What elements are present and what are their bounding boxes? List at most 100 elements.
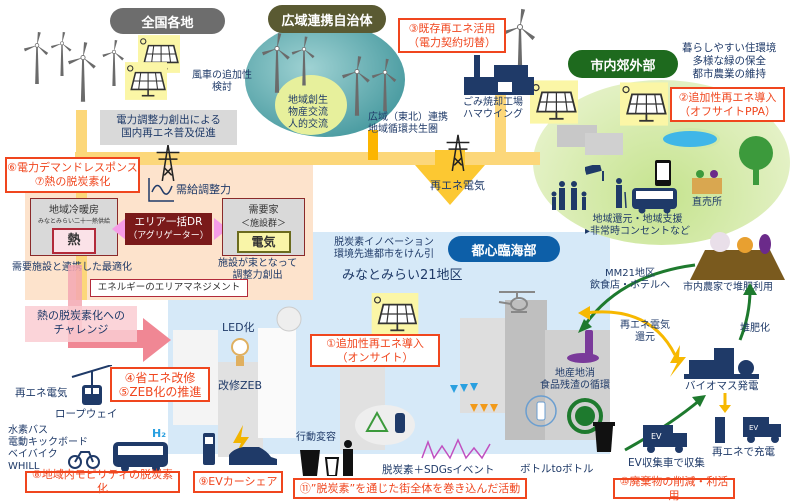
tohoku-text: 広域（東北）連携地域循環共生圏 [368,112,448,136]
heat-challenge-line1: 熱の脱炭素化への [37,309,125,322]
compost-label: 堆肥化 [740,323,770,334]
electricity-box: 電気 [236,231,291,253]
smartphone-icon [655,160,671,186]
wind-turbine-icon [66,40,100,104]
power-pylon-icon [443,133,473,171]
dr-arrow-left [112,218,126,240]
measure-3-line1: ③既存再エネ活用 [408,21,496,35]
building-icon [585,133,623,155]
biomass-label: バイオマス発電 [685,380,759,392]
elder-icon [616,178,627,208]
regional-exchange-text: 地域創生物産交流人的交流 [288,95,328,131]
mm21-restaurants-line2: 飲食店・ホテルへ [590,280,670,291]
behavior-label: 行動変容 [296,432,336,443]
ev-truck-icon: EV [643,425,687,453]
zeb-label: 改修ZEB [218,379,263,392]
local-food-line1: 地産地消 [555,368,595,379]
bottle-label: ボトルtoボトル [520,463,594,475]
region-wide-area: 広域連携自治体 [268,5,386,33]
tohoku-line2: 地域循環共生圏 [368,124,438,135]
facilities-text: 施設が束となって調整力創出 [218,258,297,282]
facilities-line2: 調整力創出 [232,270,283,281]
suburb-goal-3: 都市農業の維持 [692,68,766,80]
local-food-text: 地産地消食品残渣の循環 [540,368,610,392]
ev-truck-text: EV [651,432,662,441]
measure-11-box: ⑪”脱炭素”を通じた街全体を巻き込んだ活動 [293,478,527,499]
wind-study-line1: 風車の追加性 [192,70,252,81]
sdgs-logo-icon [421,438,491,460]
return-elec-line1: 再エネ電気 [620,320,670,331]
regional-line2: 物産交流 [288,107,328,118]
measure-3-box: ③既存再エネ活用（電力契約切替） [398,18,506,53]
arrow-to-restaurants [583,263,696,326]
food-waste-icon [567,398,615,452]
tree-icon [739,136,773,185]
h2-label: H₂ [152,427,167,440]
innovation-line2: 環境先進都市をけん引 [334,249,434,260]
measure-2-box: ②追加性再エネ導入（オフサイトPPA） [670,87,785,122]
recycle-bin-person-icon [300,440,353,476]
bunting-icon [450,383,498,412]
dhc-subtitle: みなとみらい二十一熱供給 [37,218,110,225]
mm21-restaurants-text: MM21地区飲食店・ホテルへ [590,268,670,292]
bottle-recycle-icon [525,395,557,427]
regional-line3: 人的交流 [288,119,328,130]
helicopter-icon [498,291,535,313]
incinerator-factory-icon [464,55,534,95]
measure-10-box: ⑩廃棄物の削減・利活用 [613,475,735,502]
region-nationwide: 全国各地 [110,8,225,34]
building [258,328,296,438]
arrow-return-elec [584,310,677,356]
solar-panel-icon [530,80,578,124]
power-band-horizontal [75,152,540,165]
dhc-box: 地域冷暖房 みなとみらい二十一熱供給 熱 [30,198,118,256]
supply-demand-label: 需給調整力 [176,183,231,196]
pond-icon [660,128,720,150]
tohoku-line1: 広域（東北）連携 [368,112,448,123]
consumer-subtitle: ＜施設群＞ [240,219,286,229]
measure-1-line1: ①追加性再エネ導入 [326,336,424,350]
dhc-title: 地域冷暖房 [49,205,99,216]
area-dr-box: エリア一括DR （アグリゲーター） [125,213,212,245]
measure-2-line2: （オフサイトPPA） [678,104,777,118]
innovation-line1: 脱炭素イノベーション [334,237,434,248]
measure-3-line2: （電力契約切替） [408,35,496,49]
mobility-item: 水素バス [8,425,48,436]
heat-challenge-line2: チャレンジ [53,323,109,336]
region-waterfront: 都心臨海部 [448,236,560,262]
power-flow-arrow [415,165,485,205]
grid-power-line1: 電力調整力創出による [116,114,221,126]
arrow-head [719,405,731,413]
arrow-head [692,395,706,407]
light-bulb-icon [231,338,249,366]
local-support-line2: ▸非常時コンセントなど [585,226,691,237]
direct-sales-label: 直売所 [692,197,722,208]
regional-exchange-circle [275,75,347,135]
ev-charging-truck-icon: EV [715,417,781,443]
suburb-goals-text: 暮らしやすい住環境多様な緑の保全都市農業の維持 [682,42,776,81]
ev-charge-text: EV [749,424,758,432]
power-pylon-icon [153,143,183,181]
local-support-text: 地域還元・地域支援▸非常時コンセントなど [585,214,690,238]
regional-line1: 地域創生 [288,95,328,106]
ev-collect-label: EV収集車で収集 [628,457,705,469]
ropeway-label: ロープウェイ [55,408,118,420]
bicycle-icon [68,451,100,469]
measure-7-label: ⑦熱の脱炭素化 [34,175,111,188]
solar-panel-icon [370,293,420,335]
ropeway-icon [71,365,112,405]
power-band-incinerator [495,90,506,160]
mm21-label: みなとみらい21地区 [342,268,463,283]
mm21-restaurants-line1: MM21地区 [605,268,655,279]
wind-turbine-icon [260,30,294,96]
local-support-line1: 地域還元・地域支援 [592,214,683,225]
measure-4-label: ④省エネ改修 [124,370,196,385]
lightning-icon [670,345,686,377]
wind-turbine-icon [290,36,318,86]
measure-6-label: ⑥電力デマンドレスポンス [7,161,138,174]
biomass-plant-icon [684,348,759,379]
camera-icon [585,165,604,181]
measure-1-box: ①追加性再エネ導入（オンサイト） [310,334,440,367]
